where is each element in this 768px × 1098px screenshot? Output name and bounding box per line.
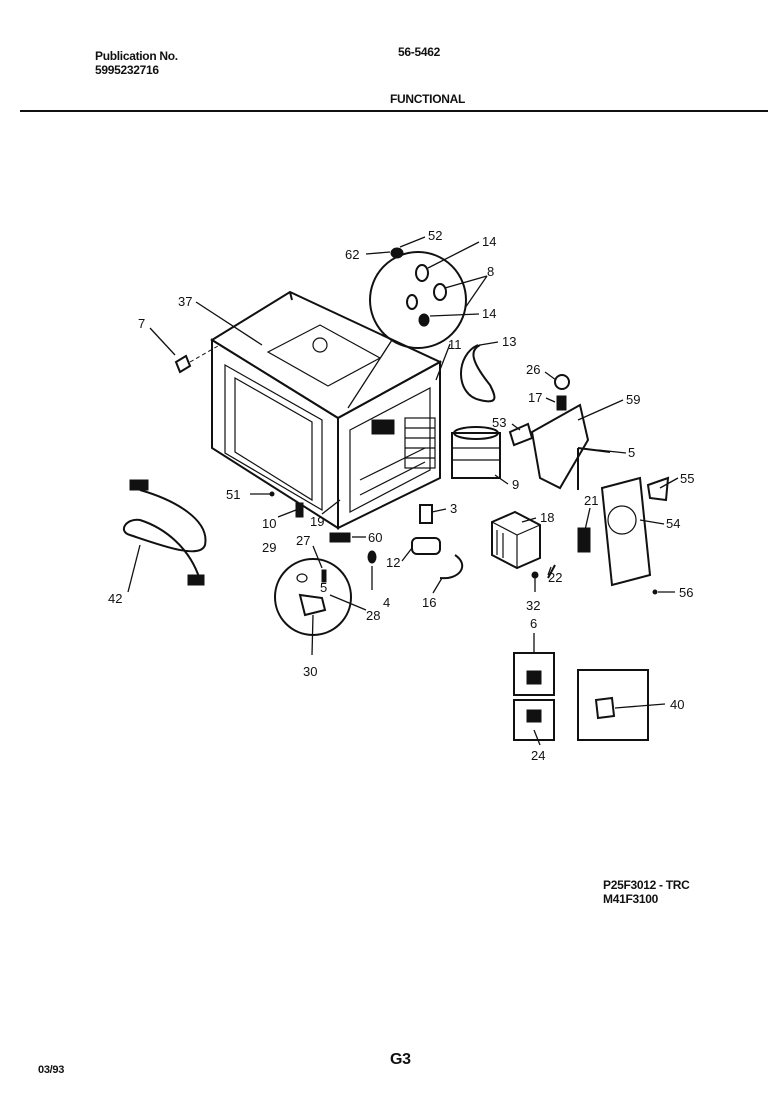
callout-6: 6 [530, 616, 537, 631]
callout-54: 54 [666, 516, 680, 531]
capacitor-12 [411, 537, 441, 555]
header-rule [20, 110, 768, 112]
callout-3: 3 [450, 501, 457, 516]
callout-19: 19 [310, 514, 324, 529]
callout-7: 7 [138, 316, 145, 331]
part-3 [419, 504, 433, 524]
callout-12: 12 [386, 555, 400, 570]
part-26 [554, 374, 570, 390]
callout-37: 37 [178, 294, 192, 309]
callout-51: 51 [226, 487, 240, 502]
wire-16 [439, 554, 464, 580]
part-22 [547, 564, 556, 579]
part-60 [329, 532, 351, 543]
callout-8: 8 [487, 264, 494, 279]
callout-5-right: 5 [628, 445, 635, 460]
publication-label: Publication No. [95, 49, 178, 63]
cabinet-assembly [210, 290, 443, 530]
callout-16: 16 [422, 595, 436, 610]
callout-28: 28 [366, 608, 380, 623]
part-32 [531, 571, 539, 579]
waveguide-detail [347, 247, 467, 409]
detail-box-6 [513, 652, 555, 696]
part-10 [295, 502, 304, 518]
model-number: 56-5462 [398, 45, 440, 59]
callout-13: 13 [502, 334, 516, 349]
callout-21: 21 [584, 493, 598, 508]
callout-27: 27 [296, 533, 310, 548]
section-title: FUNCTIONAL [390, 92, 465, 106]
callout-26: 26 [526, 362, 540, 377]
callout-30: 30 [303, 664, 317, 679]
model-codes-line1: P25F3012 - TRC [603, 878, 690, 892]
callout-62: 62 [345, 247, 359, 262]
part-4 [367, 550, 377, 564]
callout-40: 40 [670, 697, 684, 712]
callout-24: 24 [531, 748, 545, 763]
callout-labels: 62 52 14 8 14 37 7 11 13 26 17 59 53 5 9… [108, 228, 694, 763]
callout-29: 29 [262, 540, 276, 555]
heater-element [122, 479, 207, 586]
part-56 [652, 589, 658, 595]
date-code: 03/93 [38, 1064, 65, 1076]
part-7 [174, 345, 219, 374]
power-cord [460, 344, 496, 403]
publication-number: 5995232716 [95, 63, 159, 77]
callout-4: 4 [383, 595, 390, 610]
transformer [491, 510, 541, 570]
bracket-59 [530, 403, 611, 490]
callout-22: 22 [548, 570, 562, 585]
model-codes-line2: M41F3100 [603, 892, 658, 906]
callout-56: 56 [679, 585, 693, 600]
page-code: G3 [390, 1051, 411, 1068]
callout-60: 60 [368, 530, 382, 545]
callout-18: 18 [540, 510, 554, 525]
detail-box-40 [577, 669, 649, 741]
callout-11: 11 [448, 337, 462, 352]
callout-17: 17 [528, 390, 542, 405]
callout-42: 42 [108, 591, 122, 606]
callout-52: 52 [428, 228, 442, 243]
magnetron [451, 422, 534, 479]
callout-9: 9 [512, 477, 519, 492]
part-51 [269, 491, 275, 497]
fan-assembly [577, 476, 670, 587]
leader-lines [127, 236, 679, 746]
callout-55: 55 [680, 471, 694, 486]
part-17 [556, 395, 567, 411]
callout-14-bottom: 14 [482, 306, 496, 321]
callout-5-lower: 5 [320, 580, 327, 595]
callout-32: 32 [526, 598, 540, 613]
callout-53: 53 [492, 415, 506, 430]
callout-59: 59 [626, 392, 640, 407]
detail-box-24 [513, 699, 555, 741]
callout-10: 10 [262, 516, 276, 531]
callout-14-top: 14 [482, 234, 496, 249]
